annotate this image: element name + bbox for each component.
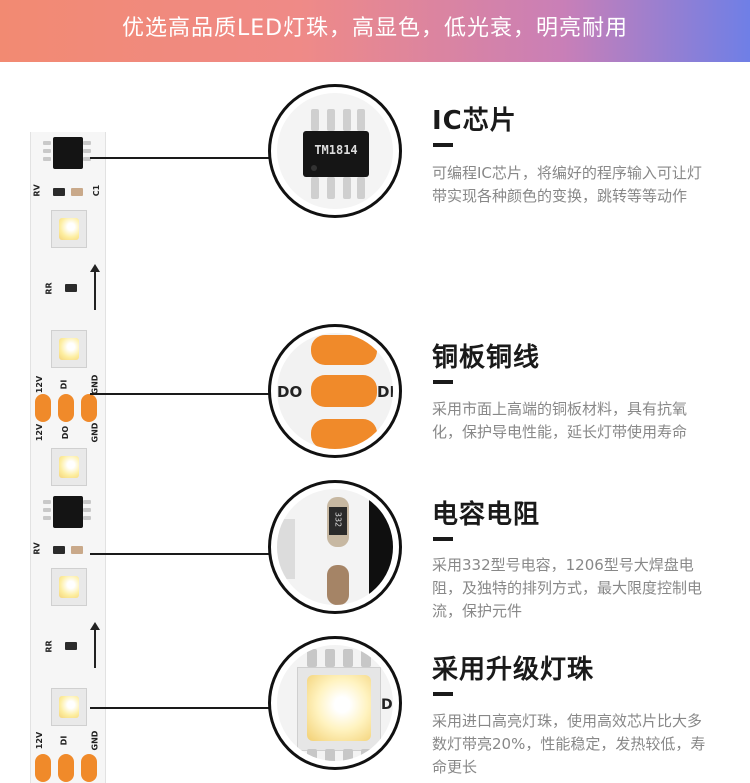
- chip-pin: [83, 157, 91, 161]
- label-rv: RV: [32, 542, 42, 555]
- ic-chip: [53, 496, 83, 528]
- led-bead: [51, 330, 87, 368]
- label-gnd: GND: [90, 374, 100, 395]
- led-label: D: [381, 697, 393, 713]
- led-bead-zoom: D: [268, 636, 402, 770]
- title-underline: [433, 380, 453, 384]
- banner-title: 优选高品质LED灯珠，高显色，低光衰，明亮耐用: [121, 16, 629, 41]
- resistor: [53, 188, 65, 196]
- label-12v: 12V: [35, 423, 45, 442]
- feature-title: IC芯片: [432, 106, 517, 136]
- chip-pin: [83, 500, 91, 504]
- resistor-capacitor-zoom: 332: [268, 480, 402, 614]
- callout-line: [90, 157, 270, 159]
- callout-line: [90, 553, 270, 555]
- led-bead: [51, 448, 87, 486]
- ic-chip: [53, 137, 83, 169]
- label-12v: 12V: [35, 731, 45, 750]
- feature-desc: 采用市面上高端的铜板材料，具有抗氧化，保护导电性能，延长灯带使用寿命: [432, 400, 688, 441]
- title-underline: [433, 143, 453, 147]
- chip-pin: [43, 500, 51, 504]
- direction-arrow: [90, 622, 100, 668]
- copper-pad: [58, 394, 74, 422]
- label-do: DO: [61, 425, 71, 440]
- label-gnd: GND: [90, 422, 100, 443]
- label-c1: C1: [92, 184, 102, 197]
- copper-pad: [81, 394, 97, 422]
- copper-pad: [58, 754, 74, 782]
- led-bead: [51, 568, 87, 606]
- chip-pin: [43, 516, 51, 520]
- label-di: DI: [59, 379, 69, 390]
- chip-pin: [43, 141, 51, 145]
- callout-line: [90, 393, 270, 395]
- feature-title: 铜板铜线: [432, 343, 541, 373]
- direction-arrow: [90, 264, 100, 310]
- copper-pad: [81, 754, 97, 782]
- banner: 优选高品质LED灯珠，高显色，低光衰，明亮耐用: [0, 0, 750, 62]
- label-rr: RR: [44, 282, 54, 295]
- title-underline: [433, 537, 453, 541]
- label-di: DI: [59, 735, 69, 746]
- resistor: [71, 188, 83, 196]
- label-rv: RV: [32, 184, 42, 197]
- resistor: [65, 284, 77, 292]
- led-bead: [51, 688, 87, 726]
- pad-label-do: DO: [277, 383, 303, 401]
- chip-pin: [43, 149, 51, 153]
- chip-pin: [43, 157, 51, 161]
- feature-title: 电容电阻: [432, 500, 541, 530]
- chip-pin: [83, 141, 91, 145]
- label-rr: RR: [44, 640, 54, 653]
- chip-label: TM1814: [314, 143, 358, 157]
- title-underline: [433, 692, 453, 696]
- feature-desc: 采用进口高亮灯珠，使用高效芯片比大多数灯带亮20%，性能稳定，发热较低，寿命更长: [432, 712, 706, 776]
- led-bead: [51, 210, 87, 248]
- chip-pin: [83, 149, 91, 153]
- resistor: [65, 642, 77, 650]
- led-strip: RV C1 RR 12V DI GND 12V DO GND RV RR 12V…: [30, 132, 106, 783]
- pad-label-di: DI: [377, 383, 393, 401]
- resistor: [53, 546, 65, 554]
- ic-chip-zoom: TM1814: [268, 84, 402, 218]
- feature-desc: 可编程IC芯片，将编好的程序输入可让灯带实现各种颜色的变换，跳转等等动作: [432, 164, 702, 205]
- copper-pad: [35, 394, 51, 422]
- chip-pin: [83, 516, 91, 520]
- chip-pin: [83, 508, 91, 512]
- chip-pin: [43, 508, 51, 512]
- resistor: [71, 546, 83, 554]
- copper-pad-zoom: DO DI: [268, 324, 402, 458]
- feature-desc: 采用332型号电容，1206型号大焊盘电阻，及独特的排列方式，最大限度控制电流，…: [432, 556, 703, 620]
- copper-pad: [35, 754, 51, 782]
- resistor-code: 332: [333, 511, 343, 528]
- label-12v: 12V: [35, 375, 45, 394]
- label-gnd: GND: [90, 730, 100, 751]
- callout-line: [90, 707, 270, 709]
- feature-title: 采用升级灯珠: [432, 655, 595, 685]
